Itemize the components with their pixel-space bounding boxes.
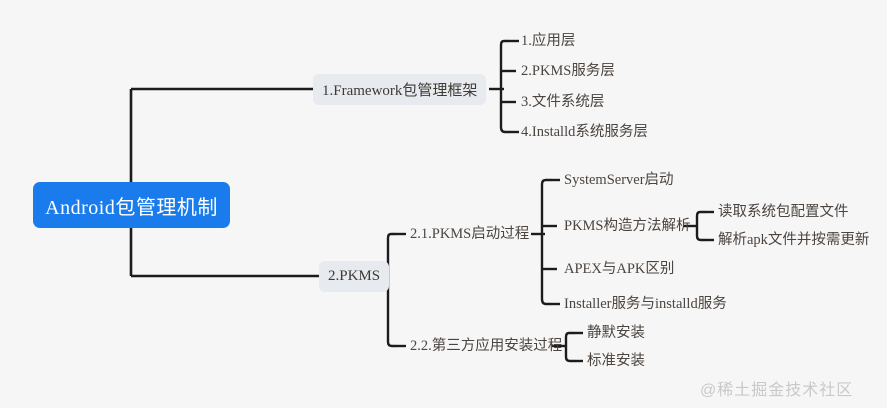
root-node[interactable]: Android包管理机制 <box>33 182 230 228</box>
leaf-systemserver-startup[interactable]: SystemServer启动 <box>564 172 674 188</box>
node-pkms-constructor-analysis-label: PKMS构造方法解析 <box>564 217 691 234</box>
branch-node-pkms[interactable]: 2.PKMS <box>319 261 390 292</box>
node-pkms-startup-process-label: 2.1.PKMS启动过程 <box>410 225 530 242</box>
connector-21-bracket <box>540 178 552 306</box>
leaf-installer-vs-installd[interactable]: Installer服务与installd服务 <box>564 296 727 312</box>
leaf-app-layer[interactable]: 1.应用层 <box>521 33 575 49</box>
leaf-silent-install-label: 静默安装 <box>587 324 645 341</box>
leaf-read-system-package-config-label: 读取系统包配置文件 <box>718 203 849 220</box>
branch-node-framework[interactable]: 1.Framework包管理框架 <box>313 74 487 105</box>
leaf-installer-vs-installd-label: Installer服务与installd服务 <box>564 295 727 312</box>
leaf-file-system-layer[interactable]: 3.文件系统层 <box>521 94 604 110</box>
root-node-label: Android包管理机制 <box>45 196 218 219</box>
watermark: @稀土掘金技术社区 <box>700 376 853 400</box>
node-third-party-install-process-label: 2.2.第三方应用安装过程 <box>410 337 563 354</box>
connector-b2-bracket <box>386 232 397 348</box>
leaf-read-system-package-config[interactable]: 读取系统包配置文件 <box>718 204 849 220</box>
leaf-installd-service-layer[interactable]: 4.Installd系统服务层 <box>521 124 648 140</box>
leaf-apex-vs-apk[interactable]: APEX与APK区别 <box>564 261 674 277</box>
watermark-label: @稀土掘金技术社区 <box>700 382 854 399</box>
leaf-standard-install-label: 标准安装 <box>587 352 645 369</box>
branch-node-framework-label: 1.Framework包管理框架 <box>322 83 478 99</box>
leaf-standard-install[interactable]: 标准安装 <box>587 353 645 369</box>
leaf-app-layer-label: 1.应用层 <box>521 32 576 49</box>
leaf-installd-service-layer-label: 4.Installd系统服务层 <box>521 123 648 140</box>
leaf-parse-apk-update-on-demand[interactable]: 解析apk文件并按需更新 <box>718 232 869 248</box>
node-pkms-constructor-analysis[interactable]: PKMS构造方法解析 <box>564 218 691 234</box>
leaf-pkms-service-layer[interactable]: 2.PKMS服务层 <box>521 63 615 79</box>
node-third-party-install-process[interactable]: 2.2.第三方应用安装过程 <box>410 338 562 354</box>
leaf-systemserver-startup-label: SystemServer启动 <box>564 171 674 188</box>
leaf-apex-vs-apk-label: APEX与APK区别 <box>564 260 675 277</box>
node-pkms-startup-process[interactable]: 2.1.PKMS启动过程 <box>410 226 529 242</box>
branch-node-pkms-label: 2.PKMS <box>328 268 381 284</box>
leaf-parse-apk-update-on-demand-label: 解析apk文件并按需更新 <box>718 231 870 248</box>
connector-b1-bracket <box>499 39 511 134</box>
leaf-silent-install[interactable]: 静默安装 <box>587 325 645 341</box>
leaf-pkms-service-layer-label: 2.PKMS服务层 <box>521 62 615 79</box>
connector-22-bracket <box>564 331 576 363</box>
connector-pkms-ctor-bracket <box>695 210 707 242</box>
leaf-file-system-layer-label: 3.文件系统层 <box>521 93 605 110</box>
